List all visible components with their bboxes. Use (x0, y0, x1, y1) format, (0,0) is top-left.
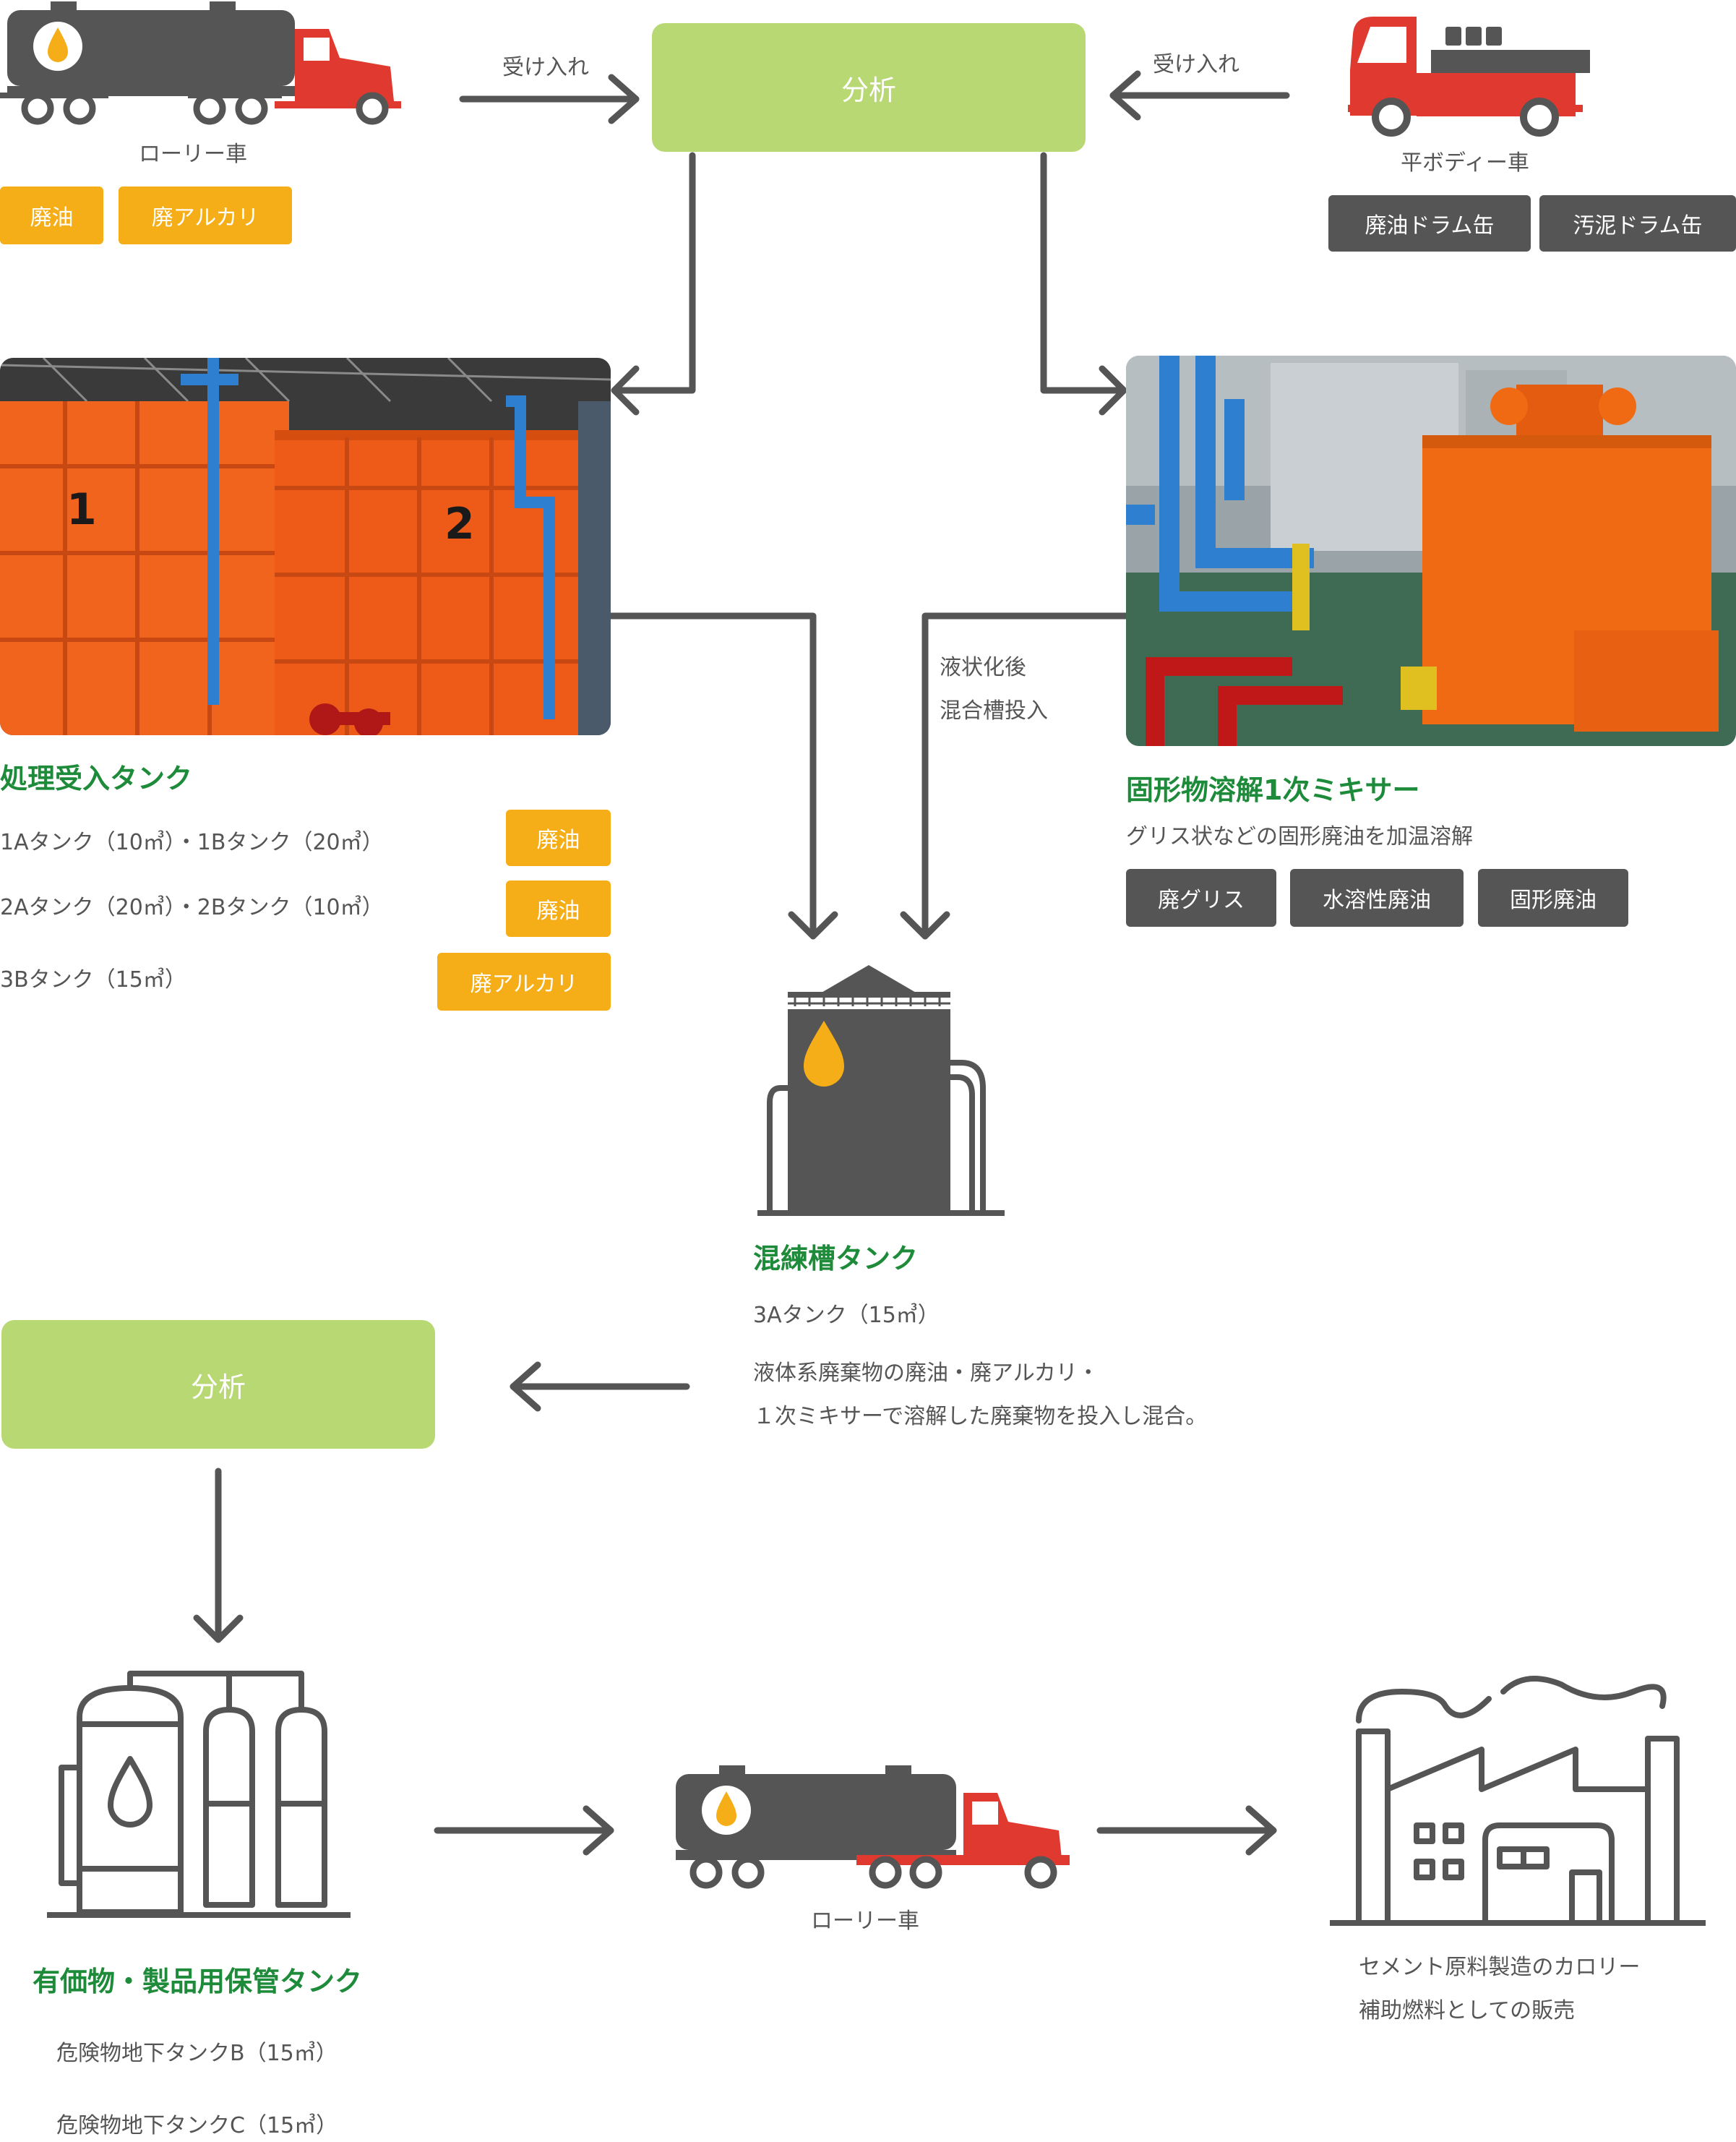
right-tag-oil-drum: 廃油ドラム缶 (1328, 195, 1531, 252)
receiving-row-2-tag: 廃油 (506, 881, 611, 937)
mixer-arrow-label-2: 混合槽投入 (940, 698, 1048, 724)
analysis-box-top: 分析 (652, 23, 1086, 152)
storage-row-1: 危険物地下タンクB（15㎥） (56, 2041, 338, 2066)
factory-icon (1330, 1663, 1706, 1930)
tanker-lorry-icon-bottom (669, 1764, 1073, 1898)
mixing-tank-desc-1: 液体系廃棄物の廃油・廃アルカリ・ (753, 1361, 1099, 1386)
storage-row-2: 危険物地下タンクC（15㎥） (56, 2113, 338, 2138)
lorry-bottom-label: ローリー車 (811, 1908, 919, 1934)
receiving-tank-photo: 1 2 (0, 358, 611, 735)
mixer-tag-grease: 廃グリス (1126, 869, 1276, 927)
receiving-row-1-tag: 廃油 (506, 810, 611, 866)
mixer-arrow-label-1: 液状化後 (940, 655, 1026, 680)
receiving-row-2: 2Aタンク（20㎥）・2Bタンク（10㎥） (0, 895, 384, 920)
left-tag-waste-oil: 廃油 (0, 187, 103, 244)
right-vehicle-label: 平ボディー車 (1401, 150, 1529, 176)
tank-number-2: 2 (444, 499, 475, 549)
mixing-tank-capacity: 3Aタンク（15㎥） (753, 1303, 940, 1328)
mixing-tank-desc-2: １次ミキサーで溶解した廃棄物を投入し混合。 (753, 1404, 1208, 1429)
receiving-tank-title: 処理受入タンク (0, 763, 193, 794)
tank-number-1: 1 (66, 484, 97, 535)
mixer-description: グリス状などの固形廃油を加温溶解 (1126, 824, 1473, 849)
right-arrow-label: 受け入れ (1153, 52, 1239, 77)
analysis-box-bottom: 分析 (1, 1320, 435, 1449)
mixer-tag-solid-oil: 固形廃油 (1478, 869, 1628, 927)
flatbed-truck-icon (1344, 11, 1594, 141)
factory-text-2: 補助燃料としての販売 (1359, 1998, 1576, 2023)
left-arrow-label: 受け入れ (502, 55, 589, 80)
left-tag-waste-alkali: 廃アルカリ (119, 187, 292, 244)
mixer-title: 固形物溶解1次ミキサー (1126, 774, 1420, 806)
mixing-tank-title: 混練槽タンク (753, 1243, 919, 1275)
receiving-row-3-tag: 廃アルカリ (437, 953, 611, 1011)
factory-text-1: セメント原料製造のカロリー (1359, 1955, 1641, 1980)
receiving-row-1: 1Aタンク（10㎥）・1Bタンク（20㎥） (0, 830, 384, 855)
tanker-lorry-icon (0, 0, 405, 134)
mixer-photo (1126, 356, 1736, 746)
receiving-row-3: 3Bタンク（15㎥） (0, 967, 186, 993)
right-tag-sludge-drum: 汚泥ドラム缶 (1539, 195, 1736, 252)
storage-tank-title: 有価物・製品用保管タンク (33, 1966, 363, 1997)
mixer-tag-water-oil: 水溶性廃油 (1290, 869, 1464, 927)
storage-tank-icon (47, 1666, 351, 1927)
left-vehicle-label: ローリー車 (139, 142, 247, 167)
mixing-tank-icon (752, 961, 1005, 1218)
